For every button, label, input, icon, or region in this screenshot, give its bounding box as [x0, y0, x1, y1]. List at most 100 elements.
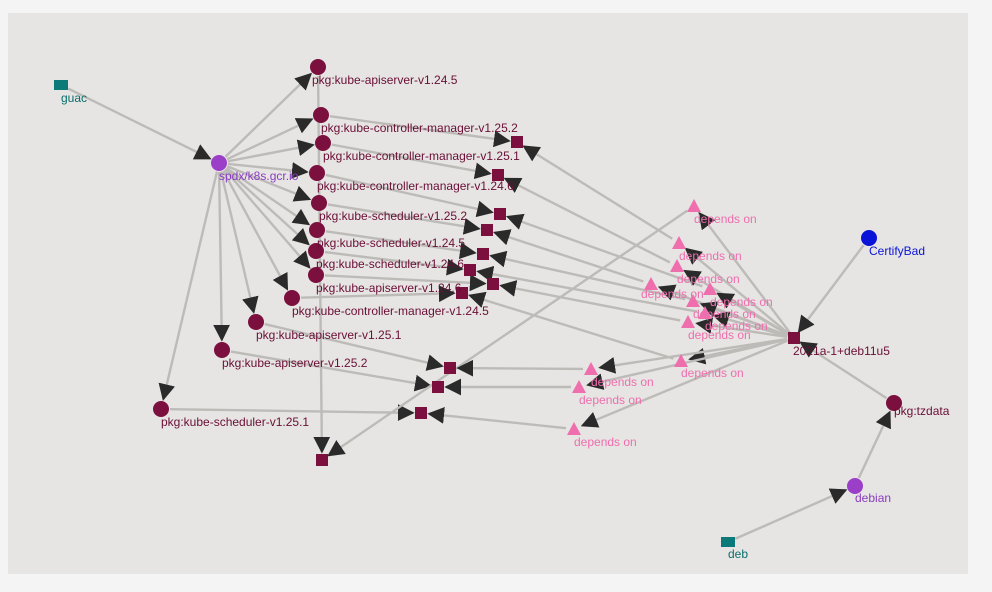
- edge-d9-s8[interactable]: [468, 291, 674, 360]
- node-debian[interactable]: [847, 478, 863, 494]
- edge-d5-s4[interactable]: [493, 229, 644, 283]
- edge-d2-s1[interactable]: [522, 145, 673, 240]
- edge-p9-s8[interactable]: [300, 285, 456, 303]
- node-label-d1: depends on: [694, 212, 757, 226]
- edge-d3-s2[interactable]: [503, 177, 671, 264]
- edge-debian-tz[interactable]: [857, 410, 891, 479]
- node-d4[interactable]: [703, 282, 717, 295]
- edge-spdx-p9[interactable]: [222, 170, 289, 291]
- edge-p7-s6[interactable]: [324, 250, 464, 276]
- node-s9[interactable]: [444, 362, 456, 374]
- node-s7[interactable]: [487, 278, 499, 290]
- node-tz[interactable]: [886, 395, 902, 411]
- node-d3[interactable]: [670, 259, 684, 272]
- edge-spdx-p7[interactable]: [224, 168, 310, 246]
- node-d9[interactable]: [674, 354, 688, 367]
- node-guac[interactable]: [54, 80, 68, 90]
- node-v[interactable]: [788, 332, 800, 344]
- edge-d4-s3[interactable]: [505, 213, 703, 288]
- node-label-d11: depends on: [579, 393, 642, 407]
- node-s11[interactable]: [415, 407, 427, 419]
- edge-p5-s4[interactable]: [327, 203, 481, 235]
- edge-spdx-p6[interactable]: [225, 167, 311, 226]
- edge-spdx-p8[interactable]: [223, 169, 311, 269]
- edge-p12-s11[interactable]: [169, 404, 415, 422]
- node-label-p12: pkg:kube-scheduler-v1.25.1: [161, 415, 309, 429]
- dependency-graph[interactable]: guacspdx/k8s.gcr.iopkg:kube-apiserver-v1…: [8, 13, 968, 574]
- node-p2[interactable]: [313, 107, 329, 123]
- node-p1[interactable]: [310, 59, 326, 75]
- node-p4[interactable]: [309, 165, 325, 181]
- node-p5[interactable]: [311, 195, 327, 211]
- node-s10[interactable]: [432, 381, 444, 393]
- node-p10[interactable]: [248, 314, 264, 330]
- edge-d8-s7[interactable]: [499, 280, 681, 322]
- node-d5[interactable]: [644, 277, 658, 290]
- node-p9[interactable]: [284, 290, 300, 306]
- node-cb[interactable]: [861, 230, 877, 246]
- node-s8[interactable]: [456, 287, 468, 299]
- edge-guac-spdx[interactable]: [67, 87, 212, 160]
- edge-d7-s6[interactable]: [476, 265, 698, 313]
- edge-d10-s9[interactable]: [456, 359, 584, 377]
- edge-p2-s1[interactable]: [329, 115, 511, 148]
- edge-v-d12[interactable]: [580, 339, 788, 428]
- edge-cb-v[interactable]: [797, 244, 865, 333]
- edge-spdx-p10[interactable]: [219, 171, 259, 314]
- edge-d12-s11[interactable]: [427, 407, 567, 430]
- edge-p6-s5[interactable]: [325, 230, 477, 260]
- edge-v-d8[interactable]: [695, 317, 788, 339]
- edge-spdx-p5[interactable]: [226, 165, 312, 202]
- node-deb[interactable]: [721, 537, 735, 547]
- edge-p11-s10[interactable]: [230, 350, 432, 392]
- node-s2[interactable]: [492, 169, 504, 181]
- edge-p3-s2[interactable]: [331, 143, 492, 180]
- edge-spdx-p11[interactable]: [213, 171, 230, 342]
- node-d12[interactable]: [567, 422, 581, 435]
- node-d11[interactable]: [572, 380, 586, 393]
- edge-spdx-p4[interactable]: [227, 162, 309, 179]
- edge-p10-s9[interactable]: [264, 322, 444, 371]
- node-d1[interactable]: [687, 199, 701, 212]
- edge-v-d6[interactable]: [699, 301, 788, 337]
- edge-v-d7[interactable]: [712, 311, 788, 338]
- node-p6[interactable]: [309, 222, 325, 238]
- node-s4[interactable]: [481, 224, 493, 236]
- edge-deb-debian[interactable]: [734, 488, 848, 540]
- edge-v-d2[interactable]: [684, 247, 790, 335]
- edge-d6-s5[interactable]: [489, 250, 686, 301]
- node-s3[interactable]: [494, 208, 506, 220]
- node-p12[interactable]: [153, 401, 169, 417]
- edge-p4-s3[interactable]: [325, 173, 494, 218]
- edge-d1-s12[interactable]: [327, 209, 689, 457]
- node-d6[interactable]: [686, 294, 700, 307]
- node-p3[interactable]: [315, 135, 331, 151]
- node-label-p3: pkg:kube-controller-manager-v1.25.1: [323, 149, 520, 163]
- edge-tz-v[interactable]: [799, 341, 888, 400]
- node-s5[interactable]: [477, 248, 489, 260]
- node-p8[interactable]: [308, 267, 324, 283]
- node-p7[interactable]: [308, 243, 324, 259]
- node-label-d7: depends on: [705, 319, 768, 333]
- node-s12[interactable]: [316, 454, 328, 466]
- edge-v-d10[interactable]: [598, 337, 788, 374]
- node-label-p10: pkg:kube-apiserver-v1.25.1: [256, 328, 402, 342]
- edge-spdx-p3[interactable]: [227, 139, 315, 163]
- node-d2[interactable]: [672, 236, 686, 249]
- node-p11[interactable]: [214, 342, 230, 358]
- node-spdx[interactable]: [211, 155, 227, 171]
- node-d10[interactable]: [584, 362, 598, 375]
- edge-spdx-p12[interactable]: [158, 171, 219, 401]
- node-s6[interactable]: [464, 264, 476, 276]
- edge-p8-s7[interactable]: [324, 274, 487, 292]
- edge-v-d4[interactable]: [716, 292, 789, 336]
- node-d8[interactable]: [681, 315, 695, 328]
- edge-spdx-p2[interactable]: [226, 118, 314, 161]
- edge-v-d1[interactable]: [698, 211, 791, 334]
- node-s1[interactable]: [511, 136, 523, 148]
- edge-spdx-p1[interactable]: [224, 72, 313, 158]
- edge-v-d11[interactable]: [586, 338, 788, 390]
- node-label-p11: pkg:kube-apiserver-v1.25.2: [222, 356, 368, 370]
- node-d7[interactable]: [698, 306, 712, 319]
